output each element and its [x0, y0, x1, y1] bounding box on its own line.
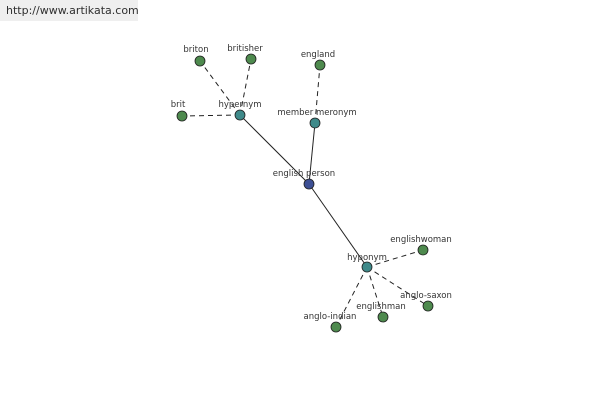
- node-member-meronym[interactable]: [309, 117, 321, 129]
- label-hypernym[interactable]: hypernym: [218, 100, 261, 110]
- edge-hyponym-anglo-saxon: [366, 266, 429, 307]
- node-hypernym[interactable]: [234, 109, 246, 121]
- edge-hypernym-briton: [199, 60, 241, 116]
- label-english-person[interactable]: english person: [273, 169, 335, 179]
- edge-member-meronym-england: [314, 64, 321, 124]
- node-britisher[interactable]: [245, 53, 257, 65]
- node-brit[interactable]: [176, 110, 188, 122]
- label-englishman[interactable]: englishman: [356, 302, 405, 312]
- label-britisher[interactable]: britisher: [227, 44, 263, 54]
- edge-hyponym: [308, 183, 368, 268]
- label-england[interactable]: england: [301, 50, 335, 60]
- node-english-person[interactable]: [303, 178, 315, 190]
- node-englishman[interactable]: [377, 311, 389, 323]
- nodes: [176, 53, 434, 333]
- node-briton[interactable]: [194, 55, 206, 67]
- edge-member-meronym: [308, 122, 316, 185]
- edge-hyponym-anglo-indian: [335, 266, 368, 328]
- node-anglo-indian[interactable]: [330, 321, 342, 333]
- node-englishwoman[interactable]: [417, 244, 429, 256]
- edges: [181, 58, 429, 328]
- edge-hypernym-britisher: [239, 58, 252, 116]
- label-brit[interactable]: brit: [171, 100, 186, 110]
- label-briton[interactable]: briton: [183, 45, 208, 55]
- node-hyponym[interactable]: [361, 261, 373, 273]
- label-anglo-saxon[interactable]: anglo-saxon: [400, 291, 452, 301]
- source-link[interactable]: http://www.artikata.com: [0, 0, 139, 21]
- labels: english person hypernym briton britisher bri…: [171, 44, 452, 322]
- label-member-meronym[interactable]: member meronym: [277, 108, 356, 118]
- label-hyponym[interactable]: hyponym: [347, 253, 387, 263]
- node-england[interactable]: [314, 59, 326, 71]
- node-anglo-saxon[interactable]: [422, 300, 434, 312]
- edge-hypernym: [239, 114, 310, 185]
- edge-hyponym-englishwoman: [366, 249, 424, 268]
- label-anglo-indian[interactable]: anglo-indian: [304, 312, 357, 322]
- edge-hypernym-brit: [181, 114, 241, 117]
- label-englishwoman[interactable]: englishwoman: [390, 235, 452, 245]
